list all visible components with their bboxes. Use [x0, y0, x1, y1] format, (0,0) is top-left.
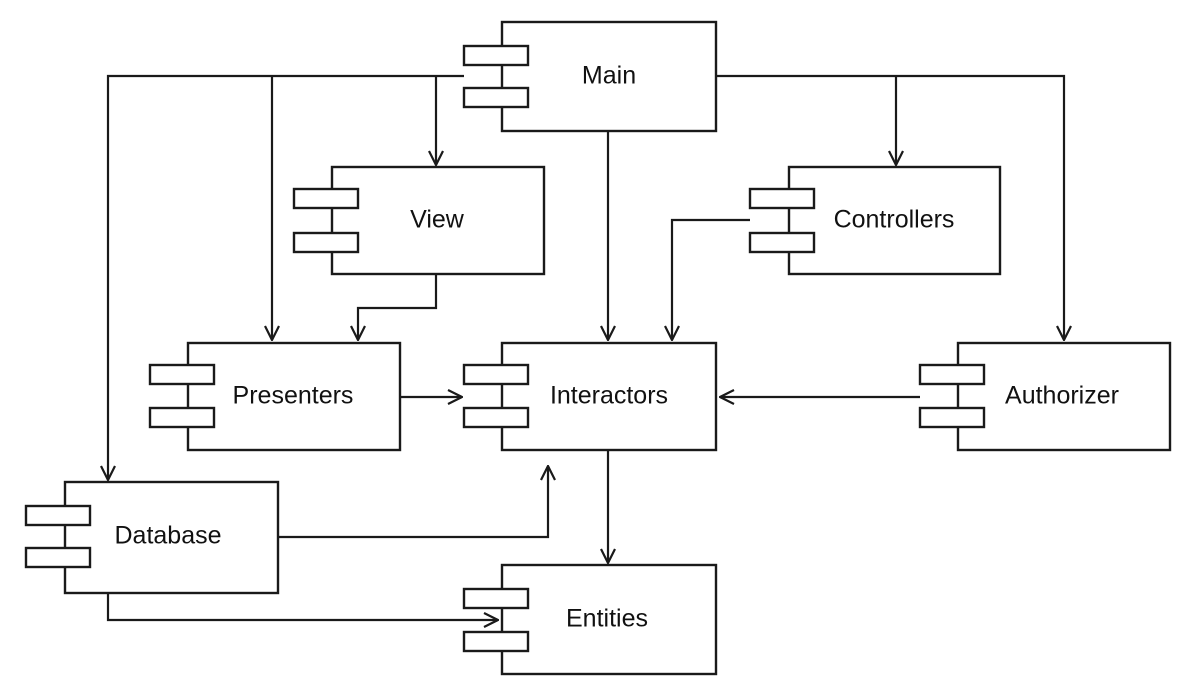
component-presenters: Presenters — [148, 341, 402, 452]
component-tab-icon — [462, 44, 530, 67]
connectors — [106, 74, 1064, 620]
component-interactors: Interactors — [462, 341, 718, 452]
component-tab-icon — [462, 363, 530, 386]
component-tab-icon — [918, 363, 986, 386]
component-label-authorizer: Authorizer — [1005, 382, 1119, 410]
connector-view-to-presenters — [358, 275, 438, 340]
component-main: Main — [462, 20, 718, 133]
connector-database-to-interactors — [278, 466, 548, 539]
component-authorizer: Authorizer — [918, 341, 1172, 452]
component-tab-icon — [462, 86, 530, 109]
component-controllers: Controllers — [748, 165, 1002, 276]
component-tab-icon — [24, 504, 92, 527]
component-label-controllers: Controllers — [834, 206, 955, 234]
component-label-entities: Entities — [566, 605, 648, 633]
component-view: View — [292, 165, 546, 276]
component-tab-icon — [748, 187, 816, 210]
component-tab-icon — [748, 231, 816, 254]
component-tab-icon — [292, 187, 360, 210]
component-label-view: View — [410, 206, 465, 234]
component-database: Database — [24, 480, 280, 595]
component-label-database: Database — [114, 522, 221, 550]
component-tab-icon — [918, 406, 986, 429]
component-tab-icon — [462, 406, 530, 429]
component-label-presenters: Presenters — [233, 382, 354, 410]
component-tab-icon — [148, 363, 216, 386]
component-tab-icon — [148, 406, 216, 429]
component-entities: Entities — [462, 563, 718, 676]
component-tab-icon — [462, 630, 530, 653]
connector-controllers-to-interactors — [672, 218, 750, 340]
connector-main-to-database — [108, 74, 464, 480]
component-tab-icon — [462, 587, 530, 610]
component-label-interactors: Interactors — [550, 382, 668, 410]
component-label-main: Main — [582, 62, 636, 90]
connector-database-to-entities — [106, 594, 498, 620]
connector-main-to-controllers — [716, 74, 1064, 340]
component-tab-icon — [292, 231, 360, 254]
component-tab-icon — [24, 546, 92, 569]
